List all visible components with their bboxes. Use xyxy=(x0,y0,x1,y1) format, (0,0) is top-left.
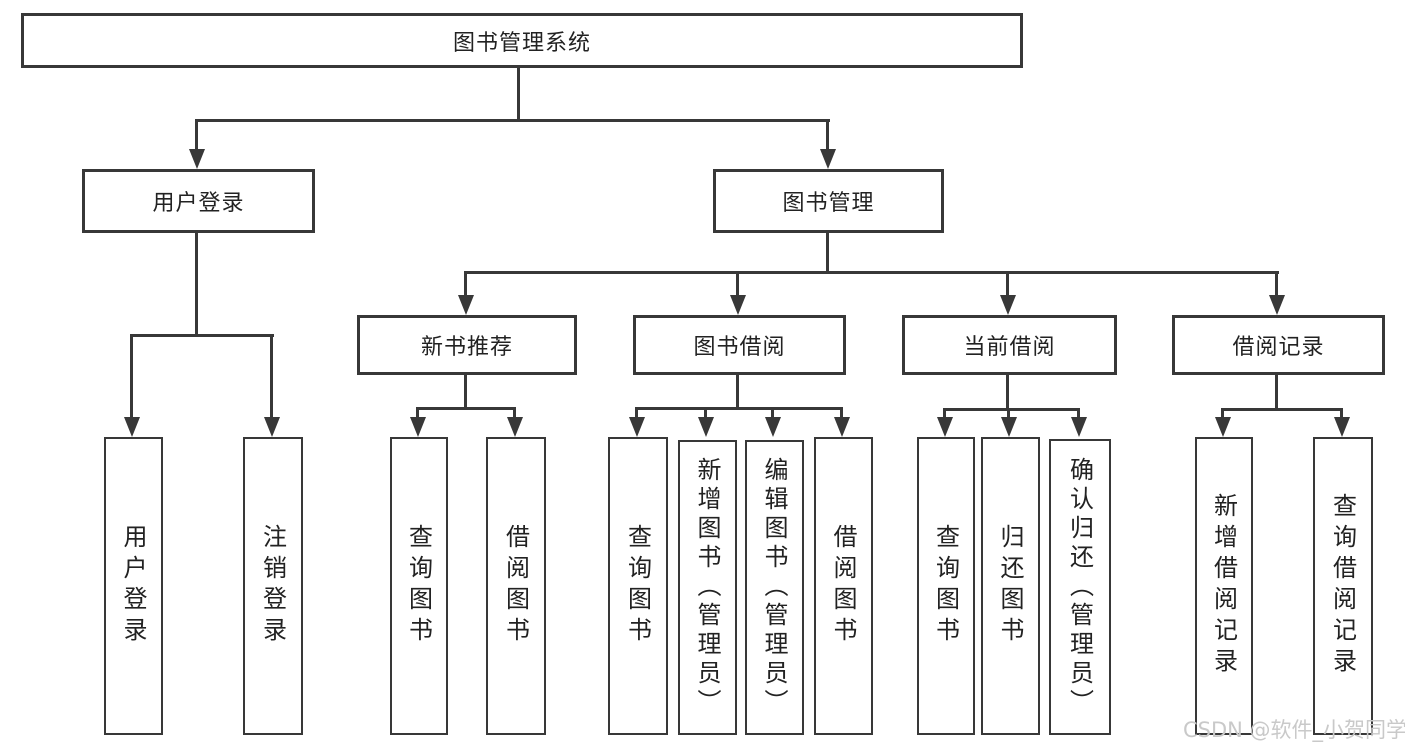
edge-drop-bb2 xyxy=(704,407,707,419)
edge-drop-cb1 xyxy=(943,408,946,419)
edge-drop-user-login xyxy=(195,119,198,151)
leaf-br-query-record: 查询借阅记录 xyxy=(1313,437,1373,735)
arrowhead-icon xyxy=(1334,417,1350,437)
leaf-label: 确认归还（管理员） xyxy=(1065,456,1094,718)
arrowhead-icon xyxy=(730,295,746,315)
edge-level3-rail xyxy=(464,271,1279,274)
node-label: 用户登录 xyxy=(152,191,245,216)
leaf-br-add-record: 新增借阅记录 xyxy=(1195,437,1253,735)
leaf-cb-return-books: 归还图书 xyxy=(981,437,1040,735)
leaf-nb-query-books: 查询图书 xyxy=(390,437,448,735)
node-root-library-system: 图书管理系统 xyxy=(21,13,1023,68)
leaf-label: 归还图书 xyxy=(996,524,1024,648)
edge-drop-bb1 xyxy=(635,407,638,419)
edge-drop-new-book xyxy=(464,271,467,297)
edge-root-drop xyxy=(517,68,520,121)
leaf-label: 借阅图书 xyxy=(829,524,857,648)
node-label: 当前借阅 xyxy=(963,335,1056,360)
leaf-label: 编辑图书（管理员） xyxy=(760,457,788,718)
node-label: 图书管理 xyxy=(782,191,875,216)
leaf-user-login: 用户登录 xyxy=(104,437,163,735)
edge-drop-current-borrow xyxy=(1006,271,1009,297)
node-label: 新书推荐 xyxy=(420,335,513,360)
arrowhead-icon xyxy=(1269,295,1285,315)
edge-drop-borrow-record xyxy=(1275,271,1278,297)
leaf-nb-borrow-books: 借阅图书 xyxy=(486,437,546,735)
node-borrow-record: 借阅记录 xyxy=(1172,315,1385,375)
edge-current-borrow-rail xyxy=(943,408,1080,411)
leaf-label: 新增借阅记录 xyxy=(1209,493,1238,679)
edge-user-login-rail xyxy=(130,334,274,337)
edge-book-mgmt-drop xyxy=(826,233,829,273)
arrowhead-icon xyxy=(458,295,474,315)
arrowhead-icon xyxy=(507,417,523,437)
edge-drop-nb-query xyxy=(416,407,419,419)
node-book-borrow: 图书借阅 xyxy=(633,315,846,375)
leaf-cb-query-books: 查询图书 xyxy=(917,437,975,735)
arrowhead-icon xyxy=(1001,417,1017,437)
arrowhead-icon xyxy=(937,417,953,437)
edge-drop-bb3 xyxy=(771,407,774,419)
arrowhead-icon xyxy=(410,417,426,437)
leaf-cb-confirm-return-admin: 确认归还（管理员） xyxy=(1049,439,1111,735)
edge-book-borrow-drop xyxy=(736,375,739,409)
arrowhead-icon xyxy=(1215,417,1231,437)
node-label: 图书管理系统 xyxy=(452,30,591,56)
edge-drop-book-borrow xyxy=(736,271,739,297)
node-user-login: 用户登录 xyxy=(82,169,315,233)
arrowhead-icon xyxy=(629,417,645,437)
edge-drop-nb-borrow xyxy=(513,407,516,419)
arrowhead-icon xyxy=(698,417,714,437)
node-label: 借阅记录 xyxy=(1232,335,1325,360)
leaf-label: 查询图书 xyxy=(931,524,960,648)
leaf-bb-query-books: 查询图书 xyxy=(608,437,668,735)
csdn-watermark: CSDN @软件_小贺同学 xyxy=(1183,718,1405,742)
node-book-mgmt: 图书管理 xyxy=(713,169,944,233)
node-current-borrow: 当前借阅 xyxy=(902,315,1117,375)
node-label: 图书借阅 xyxy=(693,335,786,360)
edge-new-book-rail xyxy=(416,407,516,410)
leaf-label: 借阅图书 xyxy=(501,524,530,648)
edge-current-borrow-drop xyxy=(1006,375,1009,410)
edge-user-login-drop xyxy=(195,233,198,336)
leaf-label: 查询图书 xyxy=(404,524,433,648)
arrowhead-icon xyxy=(834,417,850,437)
edge-level2-rail xyxy=(195,119,830,122)
node-new-book-rec: 新书推荐 xyxy=(357,315,577,375)
arrowhead-icon xyxy=(1000,295,1016,315)
leaf-label: 用户登录 xyxy=(119,524,147,648)
leaf-label: 查询图书 xyxy=(623,524,652,648)
arrowhead-icon xyxy=(820,149,836,169)
edge-new-book-drop xyxy=(464,375,467,409)
leaf-bb-add-books-admin: 新增图书（管理员） xyxy=(678,440,737,735)
edge-drop-book-mgmt xyxy=(826,119,829,151)
leaf-bb-edit-books-admin: 编辑图书（管理员） xyxy=(745,440,804,735)
edge-drop-leaf-logout xyxy=(270,334,273,419)
edge-drop-cb3 xyxy=(1077,408,1080,419)
edge-borrow-record-drop xyxy=(1275,375,1278,410)
edge-drop-br2 xyxy=(1340,408,1343,419)
leaf-label: 注销登录 xyxy=(258,524,287,648)
arrowhead-icon xyxy=(189,149,205,169)
edge-book-borrow-rail xyxy=(635,407,843,410)
leaf-label: 查询借阅记录 xyxy=(1328,493,1357,679)
leaf-logout: 注销登录 xyxy=(243,437,303,735)
arrowhead-icon xyxy=(124,417,140,437)
arrowhead-icon xyxy=(1071,417,1087,437)
arrowhead-icon xyxy=(264,417,280,437)
leaf-label: 新增图书（管理员） xyxy=(693,457,721,718)
leaf-bb-borrow-books: 借阅图书 xyxy=(814,437,873,735)
arrowhead-icon xyxy=(765,417,781,437)
edge-drop-br1 xyxy=(1221,408,1224,419)
edge-drop-cb2 xyxy=(1007,408,1010,419)
edge-drop-leaf-login xyxy=(130,334,133,419)
edge-drop-bb4 xyxy=(840,407,843,419)
edge-borrow-record-rail xyxy=(1221,408,1343,411)
